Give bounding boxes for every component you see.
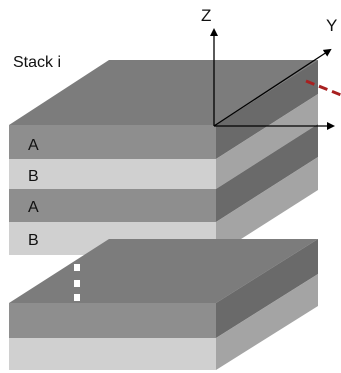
lower-layer-2-front xyxy=(9,338,216,370)
lower-layer-2-side xyxy=(216,274,318,370)
ellipsis-dot xyxy=(74,294,80,301)
lower-layer-1-front xyxy=(9,303,216,338)
upper-layer-3-front xyxy=(9,189,216,222)
upper-layer-4-side xyxy=(216,157,318,255)
lower-block-top-face xyxy=(9,239,318,303)
upper-layer-2-side xyxy=(216,94,318,189)
layer-label-1: A xyxy=(28,137,39,154)
z-axis-label: Z xyxy=(201,6,211,25)
layer-label-4: B xyxy=(28,232,39,249)
dashed-direction-line xyxy=(305,79,341,97)
layer-label-3: A xyxy=(28,199,39,216)
y-axis xyxy=(213,48,332,127)
upper-layer-1-front xyxy=(9,125,216,159)
stack-label: Stack i xyxy=(13,54,61,71)
upper-layer-3-side xyxy=(216,124,318,222)
upper-layer-1-side xyxy=(216,60,318,159)
ellipsis-dot xyxy=(74,280,80,287)
layer-label-2: B xyxy=(28,168,39,185)
upper-layer-2-front xyxy=(9,159,216,189)
ellipsis-dot xyxy=(74,264,80,271)
lower-layer-1-side xyxy=(216,239,318,338)
y-axis-label: Y xyxy=(326,16,337,35)
continuation-ellipsis xyxy=(74,264,80,301)
